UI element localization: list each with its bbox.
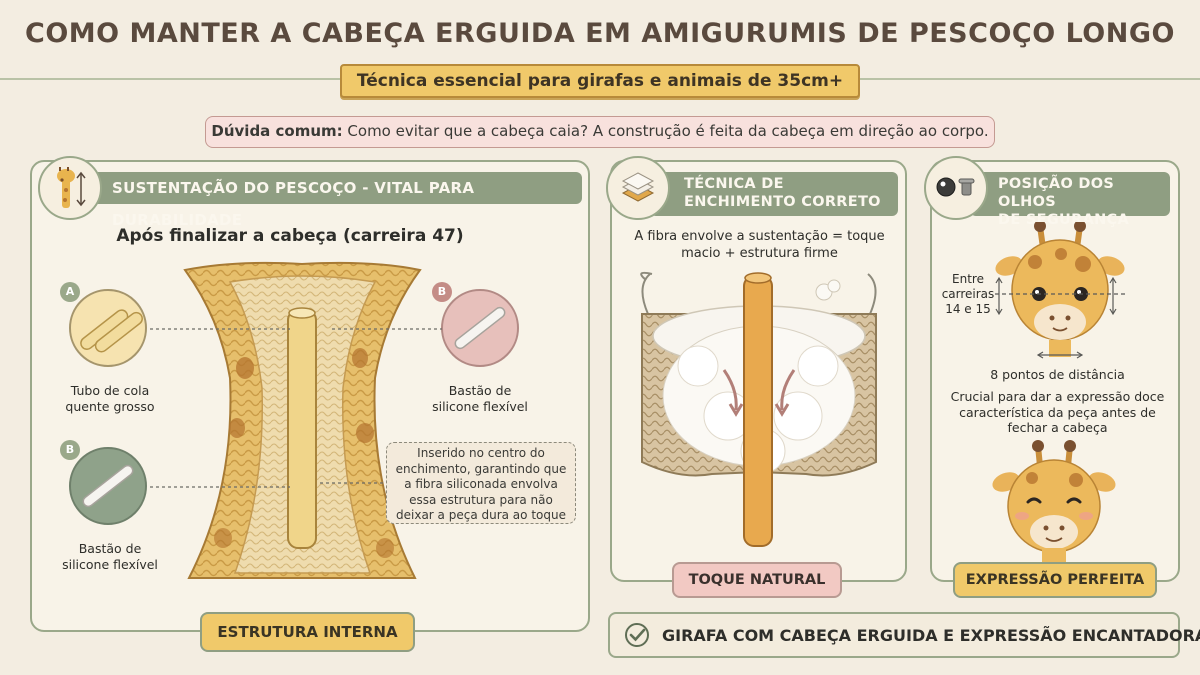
giraffe-face-measurement-illustration [995, 222, 1125, 357]
neck-support-intro: Após finalizar a cabeça (carreira 47) [116, 226, 464, 246]
option-a-caption: Tubo de cola quente grosso [65, 383, 155, 414]
neck-support-heading-bar: SUSTENTAÇÃO DO PESCOÇO - VITAL PARA DURA… [72, 172, 582, 229]
silicone-rod-icon-right [441, 289, 519, 367]
eye-position-heading-bar: POSIÇÃO DOS OLHOS DE SEGURANÇA [970, 172, 1170, 228]
question-text: Como evitar que a cabeça caia? A constru… [342, 122, 989, 140]
stuffing-illustration [640, 271, 877, 547]
stuffing-heading-bar: TÉCNICA DE ENCHIMENTO CORRETO [650, 172, 898, 216]
neck-support-heading: SUSTENTAÇÃO DO PESCOÇO - VITAL PARA DURA… [112, 179, 475, 229]
stuffing-intro: A fibra envolve a sustentação = toque ma… [634, 229, 885, 261]
subtitle-banner: Técnica essencial para girafas e animais… [340, 64, 860, 98]
insertion-note-box: Inserido no centro do enchimento, garant… [386, 442, 576, 524]
option-b-right-badge: B [432, 282, 452, 302]
eye-position-note: Crucial para dar a expressão doce caract… [950, 389, 1165, 435]
conclusion-text: GIRAFA COM CABEÇA ERGUIDA E EXPRESSÃO EN… [662, 625, 1200, 645]
option-b-left-badge: B [60, 440, 80, 460]
eye-rows-label: Entre carreiras 14 e 15 [941, 272, 995, 316]
perfect-expression-label: EXPRESSÃO PERFEITA [953, 562, 1157, 598]
safety-eye-icon [924, 156, 988, 220]
stuffing-layers-icon [606, 156, 670, 220]
conclusion-bar: GIRAFA COM CABEÇA ERGUIDA E EXPRESSÃO EN… [608, 612, 1200, 658]
glue-stick-icon [69, 289, 147, 367]
natural-touch-label: TOQUE NATURAL [672, 562, 842, 598]
giraffe-face-expression-illustration [992, 440, 1116, 565]
eye-distance-arrow [1036, 351, 1084, 359]
silicone-rod-icon-left [69, 447, 147, 525]
eye-distance-label: 8 pontos de distância [990, 367, 1125, 382]
eye-height-arrows [995, 276, 1117, 316]
option-a-badge: A [60, 282, 80, 302]
option-b-left-caption: Bastão de silicone flexível [62, 541, 158, 572]
option-a-leader-line [150, 328, 290, 330]
option-b-right-leader-line [332, 328, 442, 330]
internal-structure-label: ESTRUTURA INTERNA [200, 612, 415, 652]
question-label: Dúvida comum: [211, 122, 343, 140]
giraffe-icon [38, 156, 102, 220]
note-leader-line [320, 482, 390, 484]
option-b-right-caption: Bastão de silicone flexível [432, 383, 528, 414]
neck-cross-section-illustration [183, 261, 422, 579]
page-title: COMO MANTER A CABEÇA ERGUIDA EM AMIGURUM… [25, 18, 1175, 49]
option-b-left-leader-line [150, 486, 290, 488]
common-question-box: Dúvida comum: Como evitar que a cabeça c… [205, 116, 995, 148]
check-circle-icon [625, 623, 649, 647]
